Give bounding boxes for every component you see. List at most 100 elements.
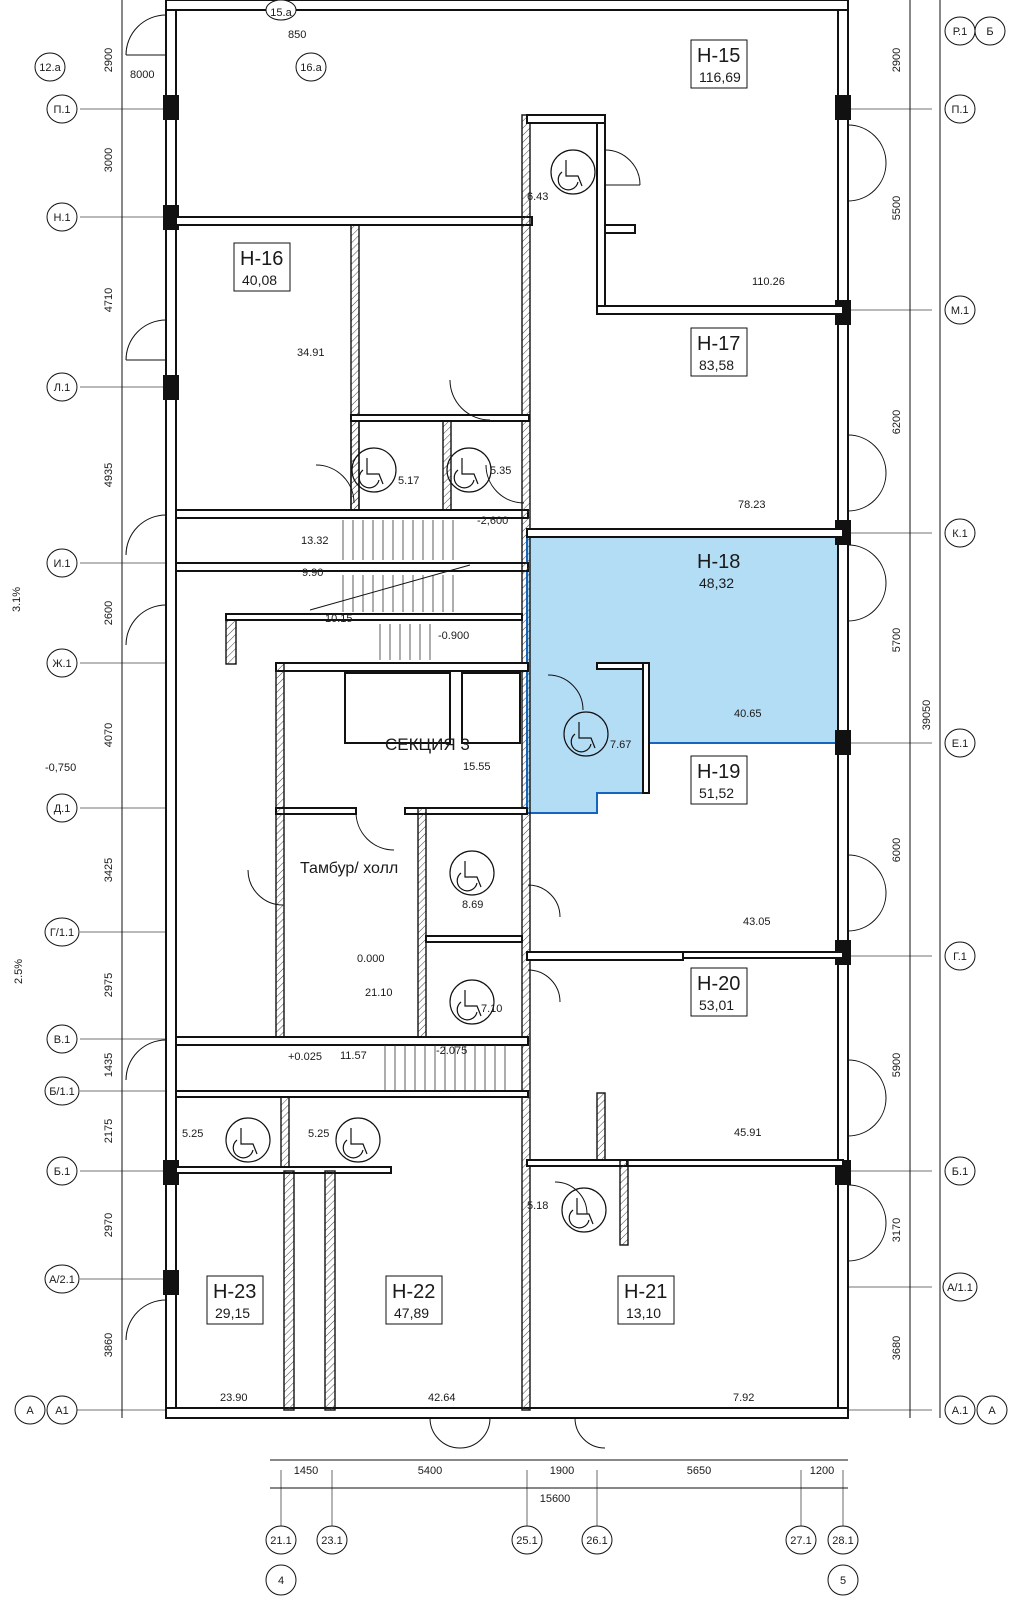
dimension-text: 2970 — [103, 1213, 115, 1237]
dimension-text: 850 — [288, 29, 306, 41]
unit-id: Н-16 — [240, 248, 283, 270]
dimension-text: 2600 — [103, 601, 115, 625]
stairs-upper — [309, 520, 471, 660]
wheelchair-icon — [449, 979, 495, 1025]
unit-id: Н-22 — [392, 1281, 435, 1303]
axis-label-left: И.1 — [53, 558, 70, 570]
dimension-text: 4070 — [103, 723, 115, 747]
slope-mark: 2.5% — [13, 959, 25, 984]
axis-label-right: Б.1 — [952, 1166, 968, 1178]
axis-label-bottom: 26.1 — [586, 1535, 607, 1547]
dimension-labels: 2900800030004710493526004070342529751435… — [103, 29, 933, 1505]
axis-label-left: Б/1.1 — [49, 1086, 75, 1098]
axis-label-right: Р.1 — [953, 26, 967, 38]
unit-label-box — [617, 1275, 675, 1325]
unit-id: Н-23 — [213, 1281, 256, 1303]
axis-labels: П.1Н.1Л.1И.1Ж.1Д.1Г/1.1В.1Б/1.1Б.1А/2.1А… — [26, 7, 996, 1587]
level-mark: -2.075 — [436, 1045, 467, 1057]
level-mark: -0.900 — [438, 630, 469, 642]
dimension-text: 3000 — [103, 148, 115, 172]
axis-label-right: П.1 — [951, 104, 968, 116]
room-area: 13.32 — [301, 535, 329, 547]
grid-lines — [50, 108, 932, 1530]
axis-label-right: Г.1 — [953, 951, 967, 963]
dimension-text: 1200 — [810, 1465, 834, 1477]
room-area: 7.67 — [610, 739, 631, 751]
wheelchair-icon — [351, 447, 397, 493]
dimension-text: 15600 — [540, 1493, 571, 1505]
room-area-labels: 6.43110.2634.915.175.3513.3278.239.9010.… — [11, 191, 785, 1404]
axis-markers — [14, 0, 1008, 1596]
unit-h18-highlight[interactable] — [526, 532, 844, 814]
axis-label-bottom: 4 — [278, 1575, 284, 1587]
axis-label-bottom: 28.1 — [832, 1535, 853, 1547]
axis-label-bottom: 27.1 — [790, 1535, 811, 1547]
axis-label-left: Г/1.1 — [50, 927, 74, 939]
unit-area: 48,32 — [699, 575, 734, 591]
unit-id: Н-17 — [697, 333, 740, 355]
section-label: СЕКЦИЯ 3 — [385, 735, 470, 754]
unit-id: Н-18 — [697, 551, 740, 573]
axis-label-left: Б.1 — [54, 1166, 70, 1178]
axis-label-left: В.1 — [54, 1034, 71, 1046]
dimension-text: 3860 — [103, 1333, 115, 1357]
axis-label-right: А.1 — [952, 1405, 969, 1417]
room-area: 9.90 — [302, 567, 323, 579]
wheelchair-icon — [561, 1187, 607, 1233]
room-area: 15.55 — [463, 761, 491, 773]
wheelchair-icon — [563, 711, 609, 757]
axis-label-right: Е.1 — [952, 738, 969, 750]
unit-area: 51,52 — [699, 785, 734, 801]
axis-label-left: А/2.1 — [49, 1274, 75, 1286]
room-area: 6.43 — [527, 191, 548, 203]
room-area: 40.65 — [734, 708, 762, 720]
axis-label-left: П.1 — [53, 104, 70, 116]
unit-area: 29,15 — [215, 1305, 250, 1321]
dimension-text: 5900 — [891, 1053, 903, 1077]
dimension-text: 4935 — [103, 463, 115, 487]
axis-label-bottom: 21.1 — [270, 1535, 291, 1547]
dimension-text: 6000 — [891, 838, 903, 862]
unit-area: 83,58 — [699, 357, 734, 373]
room-area: 34.91 — [297, 347, 325, 359]
slope-mark: 3.1% — [11, 587, 23, 612]
wheelchair-icon — [446, 447, 492, 493]
unit-label-box — [385, 1275, 443, 1325]
dimension-text: 2900 — [103, 48, 115, 72]
axis-label-top: 15.а — [270, 7, 292, 19]
dimension-text: 2900 — [891, 48, 903, 72]
axis-label-top: 16.а — [300, 62, 322, 74]
dimension-text: 39050 — [921, 700, 933, 731]
dimension-text: 5400 — [418, 1465, 442, 1477]
unit-label-box — [233, 242, 291, 292]
room-area: 7.92 — [733, 1392, 754, 1404]
room-area: 110.26 — [752, 276, 785, 288]
dimension-text: 5500 — [891, 196, 903, 220]
level-mark: -2,600 — [477, 515, 508, 527]
dimension-text: 1900 — [550, 1465, 574, 1477]
vestibule-label: Тамбур/ холл — [300, 860, 398, 877]
level-mark: -0,750 — [45, 762, 76, 774]
unit-area: 47,89 — [394, 1305, 429, 1321]
unit-label-box — [690, 755, 748, 805]
unit-label-box — [690, 39, 748, 89]
unit-id: Н-21 — [624, 1281, 667, 1303]
wheelchair-icon — [335, 1117, 381, 1163]
axis-label-bottom: 23.1 — [321, 1535, 342, 1547]
unit-id: Н-15 — [697, 45, 740, 67]
unit-labels: Н-15116,69Н-1640,08Н-1783,58Н-1848,32Н-1… — [206, 39, 748, 1325]
room-area: 10.15 — [325, 613, 353, 625]
dimension-text: 4710 — [103, 288, 115, 312]
room-area: 42.64 — [428, 1392, 456, 1404]
axis-label-right: А — [988, 1405, 996, 1417]
unit-id: Н-19 — [697, 761, 740, 783]
unit-area: 53,01 — [699, 997, 734, 1013]
dimension-text: 6200 — [891, 410, 903, 434]
axis-label-right: М.1 — [951, 305, 969, 317]
axis-label-right: Б — [986, 26, 993, 38]
dimension-lines — [121, 0, 941, 1489]
unit-label-box — [690, 967, 748, 1017]
interior-walls — [175, 114, 844, 1411]
axis-label-left: А1 — [55, 1405, 68, 1417]
